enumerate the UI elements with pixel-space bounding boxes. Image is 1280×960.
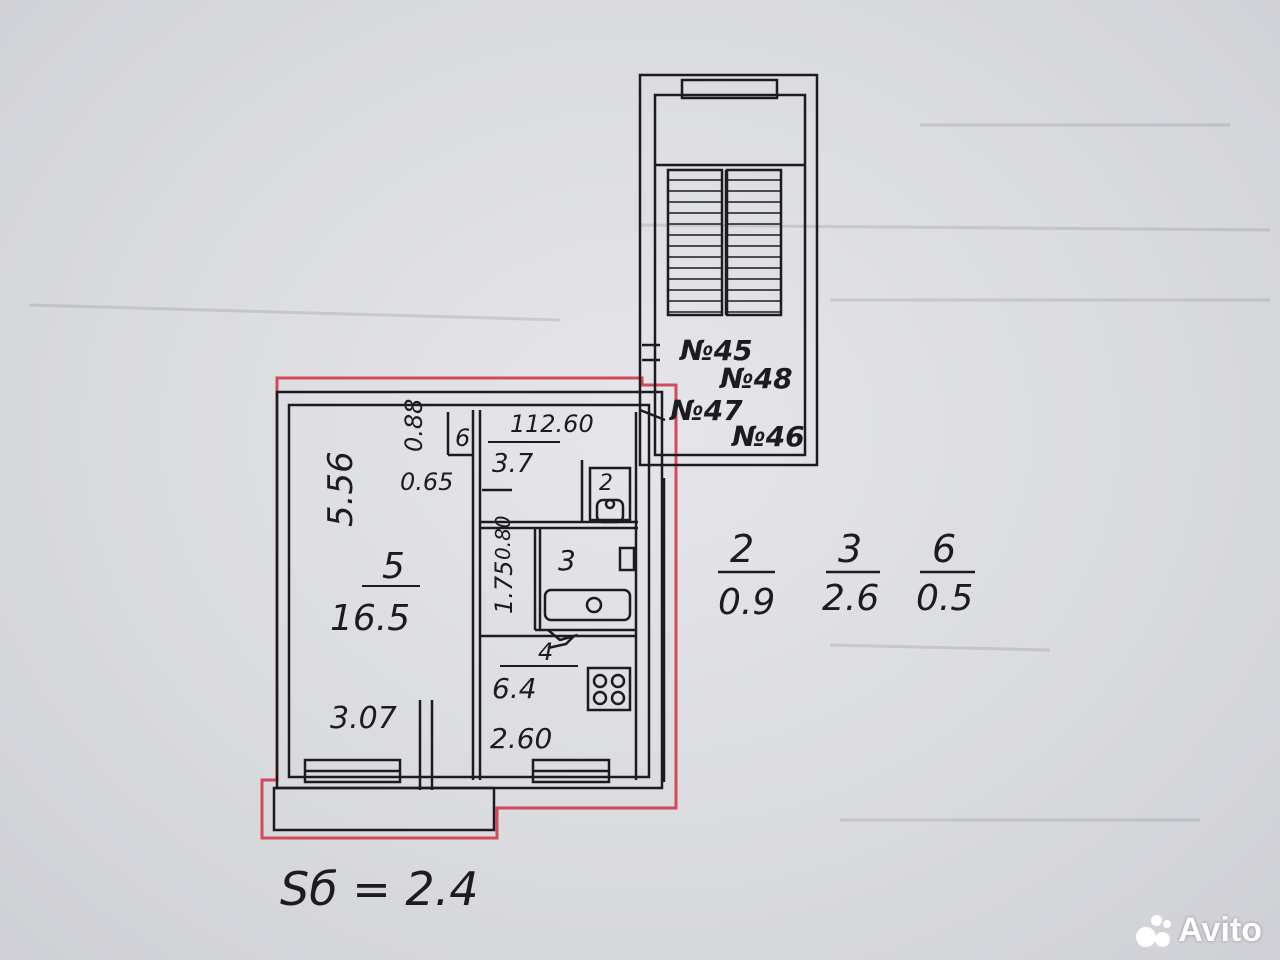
avito-watermark: Avito [1136, 911, 1262, 950]
unit-number-2: №48 [718, 362, 793, 395]
legend-room-area-2: 2.6 [822, 578, 879, 619]
balcony-area-note: Sб = 2.4 [280, 862, 479, 916]
unit-number-1: №45 [678, 334, 753, 367]
kitchen-area: 6.4 [492, 672, 537, 705]
hall-top-dimension: 12.60 [525, 410, 594, 438]
unit-number-3: №47 [668, 394, 743, 427]
bath-dimension-b: 1.75 [490, 561, 518, 614]
kitchen-width-label: 2.60 [490, 722, 552, 755]
legend-room-number-1: 2 [730, 527, 754, 571]
legend-room-area-3: 0.5 [916, 578, 973, 619]
main-room-width-label: 3.07 [330, 701, 397, 736]
kitchen-number: 4 [538, 638, 553, 666]
staircase-block [638, 73, 819, 467]
stair-steps [668, 179, 781, 313]
main-room-area: 16.5 [330, 598, 410, 639]
closet-number: 6 [455, 424, 470, 452]
unit-number-4: №46 [730, 420, 805, 453]
apartment-red-outline [260, 376, 678, 840]
faded-background-text [29, 123, 1271, 822]
main-room-length-label: 5.56 [321, 451, 361, 527]
legend-room-number-2: 3 [838, 527, 862, 571]
room-area-legend: 2 0.9 3 2.6 6 0.5 [718, 527, 975, 623]
legend-room-area-1: 0.9 [718, 582, 775, 623]
bath-number: 3 [558, 544, 576, 577]
hall-dimension-a: 0.88 [400, 399, 428, 452]
wc-number: 2 [599, 471, 613, 496]
main-room-number: 5 [382, 546, 405, 587]
bath-dimension-a: 0.80 [491, 515, 515, 560]
avito-logo-icon [1136, 913, 1172, 949]
hall-dimension-b: 0.65 [400, 468, 453, 496]
avito-watermark-text: Avito [1178, 911, 1262, 949]
hall-number: 1 [510, 410, 525, 438]
hall-area: 3.7 [492, 449, 534, 479]
apartment-walls [272, 343, 666, 832]
legend-room-number-3: 6 [932, 527, 956, 571]
